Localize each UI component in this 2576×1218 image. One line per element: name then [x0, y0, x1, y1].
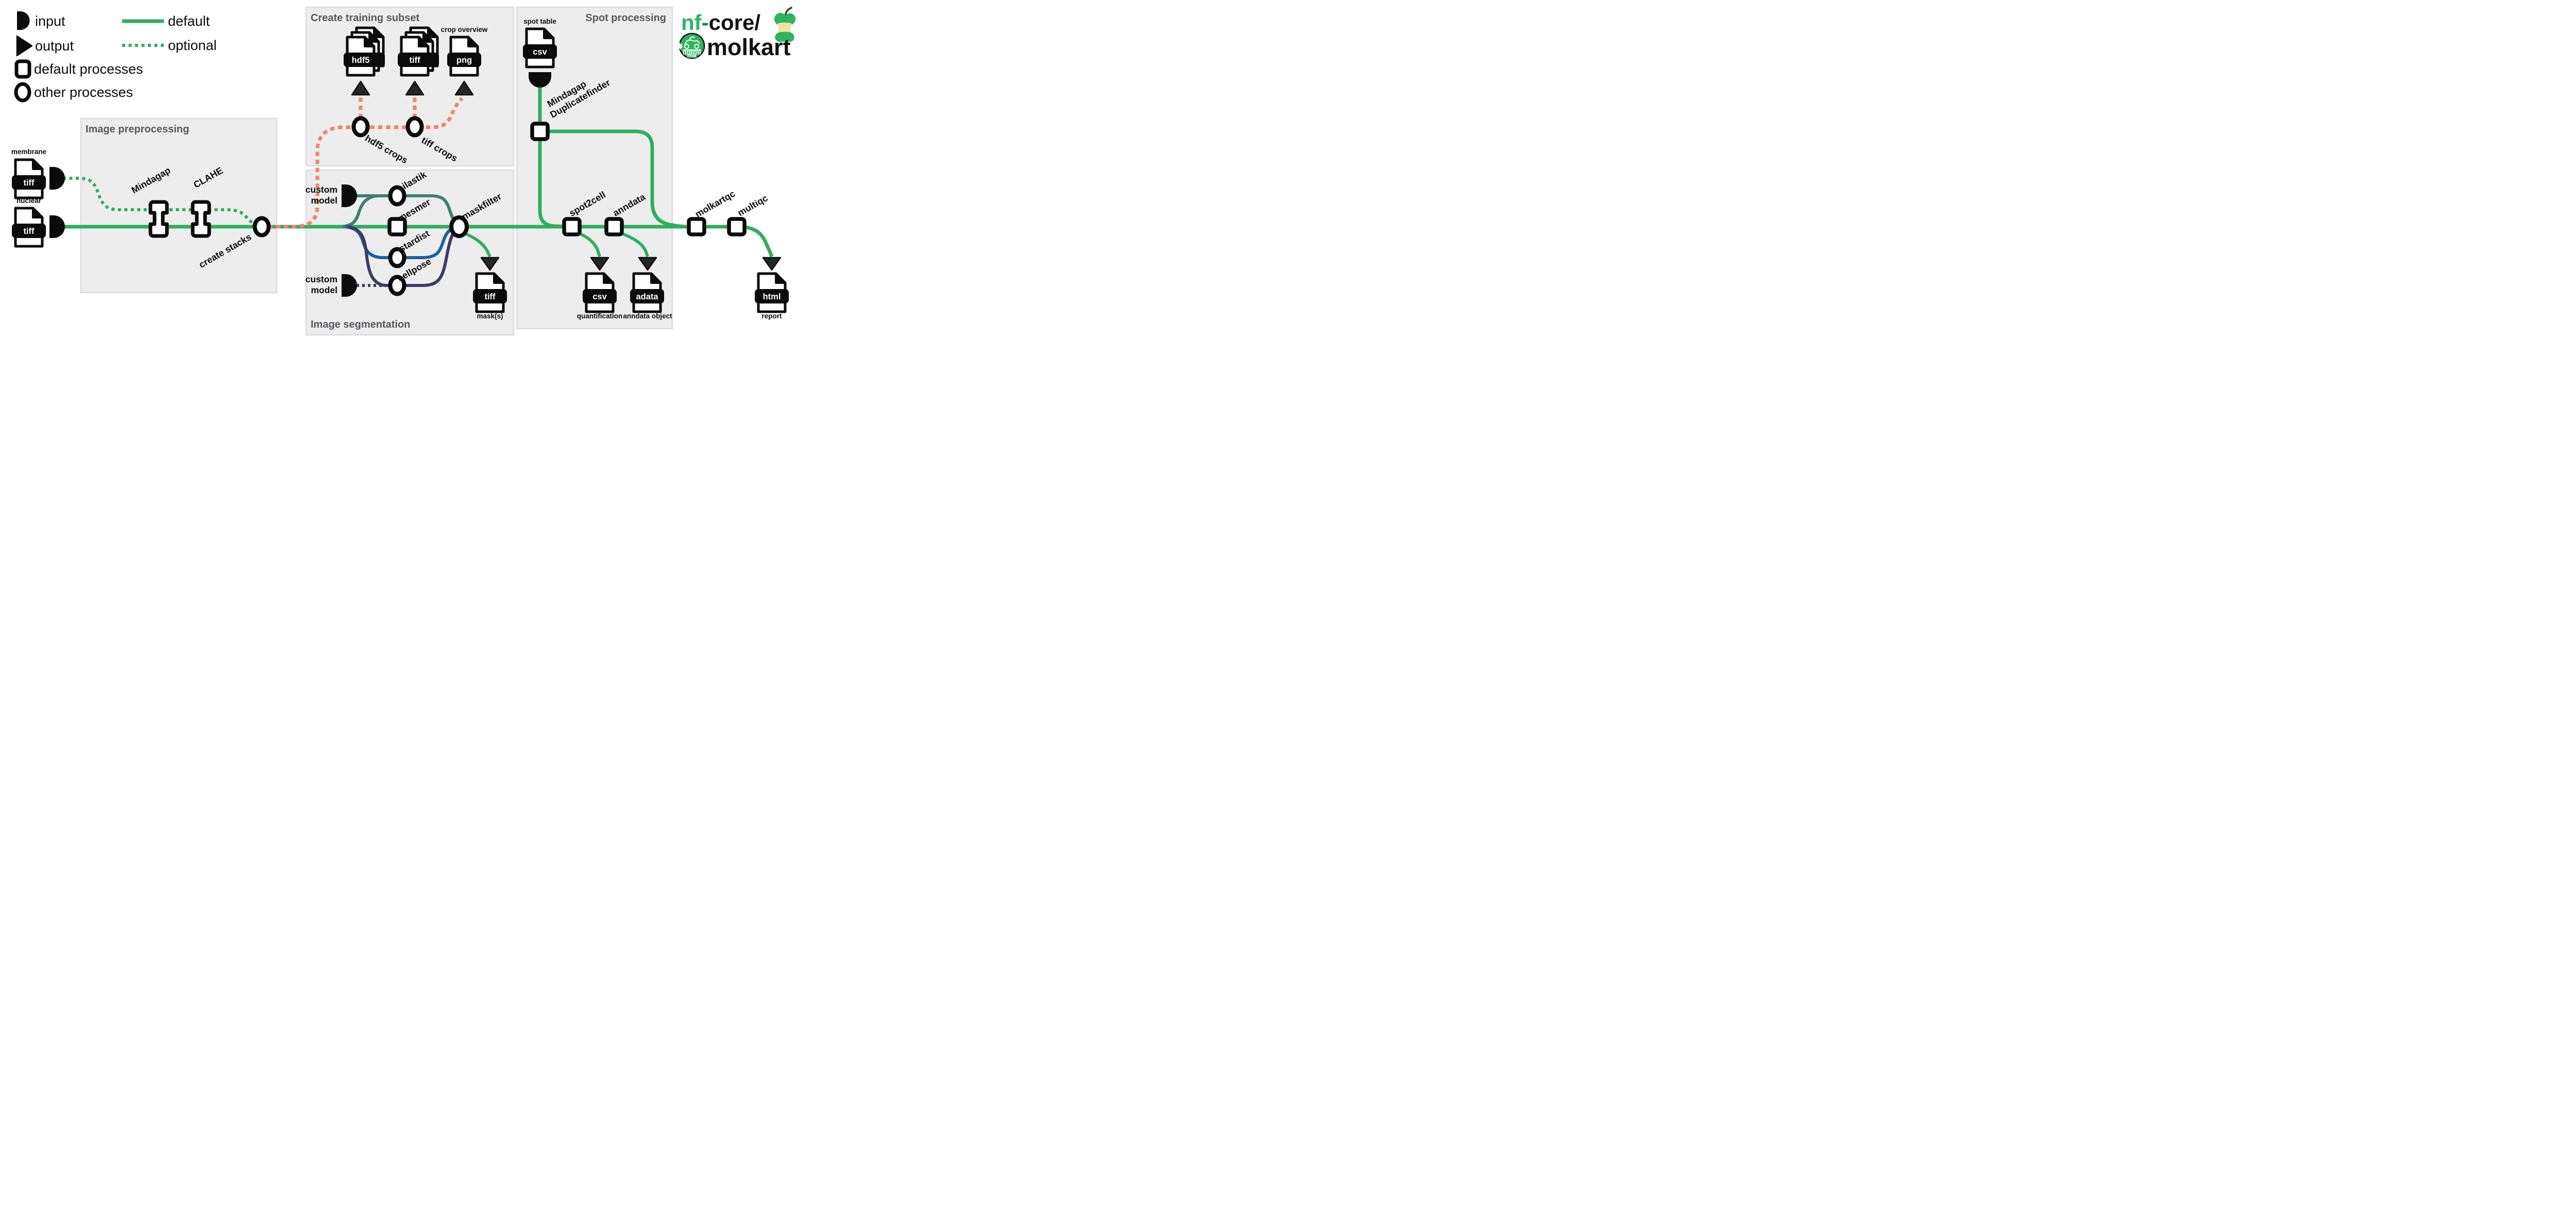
membrane-input-icon: [49, 167, 65, 190]
custom-model-top-label-line2: model: [311, 195, 337, 206]
mask-label: mask(s): [477, 312, 503, 320]
spot2cell-node: [564, 219, 580, 234]
hdf5-stack-file-icon: hdf5: [344, 28, 385, 75]
svg-text:tiff: tiff: [484, 292, 496, 301]
segmentation-title: Image segmentation: [311, 319, 410, 330]
membrane-tiff-file-icon: tiff: [12, 160, 46, 198]
svg-text:csv: csv: [533, 47, 547, 57]
clahe-node: [193, 202, 209, 236]
badge-mk-label: mk: [687, 52, 698, 59]
spot-table-label: spot table: [523, 18, 556, 25]
create-stacks-node: [255, 218, 269, 235]
svg-text:tiff: tiff: [409, 56, 420, 65]
png-file-icon: png: [447, 37, 481, 75]
molkart-badge-icon: mk: [676, 32, 705, 59]
molkartqc-label: molkartqc: [693, 189, 737, 219]
legend-output-icon: [16, 35, 33, 57]
duplicatefinder-branch: [548, 129, 687, 229]
anndata-node: [606, 219, 622, 234]
svg-text:tiff: tiff: [23, 178, 35, 188]
report-label: report: [761, 312, 782, 320]
legend-other-process-icon: [14, 82, 31, 103]
legend-other-processes-label: other processes: [34, 84, 133, 100]
legend: input output default optional default pr…: [14, 11, 217, 103]
nf-core-molkart-logo: nf-core/ mk molkart: [676, 7, 796, 60]
membrane-optional-line: [63, 177, 261, 227]
apple-core-icon: [774, 7, 796, 42]
preprocessing-title: Image preprocessing: [86, 124, 189, 135]
file-icons: tiff membrane tiff nuclear csv spot tabl…: [11, 18, 789, 320]
multiqc-label: multiqc: [736, 193, 769, 218]
legend-input-icon: [17, 11, 30, 30]
svg-text:csv: csv: [592, 292, 607, 301]
spot-table-csv-file-icon: csv: [523, 29, 557, 67]
legend-input-label: input: [35, 13, 65, 29]
legend-default-processes-label: default processes: [34, 61, 143, 77]
training-title: Create training subset: [311, 12, 420, 24]
logo-wordmark-pipeline: molkart: [707, 34, 791, 60]
custom-model-bottom-label-line2: model: [311, 285, 337, 295]
badge-star-icon: [676, 42, 683, 50]
preprocessing-box: [80, 117, 278, 294]
tiff-crops-node: [408, 119, 422, 136]
duplicatefinder-node: [532, 124, 548, 139]
quantification-label: quantification: [577, 312, 623, 320]
custom-model-top-label-line1: custom: [306, 184, 337, 195]
html-file-icon: html: [755, 274, 789, 312]
training-line: [268, 97, 464, 229]
report-output-arrow-icon: [762, 257, 782, 271]
logo-wordmark-top: nf-core/: [681, 10, 760, 35]
ilastik-branch-up: [342, 194, 379, 228]
crop-overview-label: crop overview: [441, 26, 488, 33]
legend-optional-label: optional: [168, 38, 217, 53]
membrane-label: membrane: [11, 148, 47, 156]
adata-file-icon: adata: [630, 274, 664, 312]
spot-table-line: [538, 87, 573, 229]
svg-text:hdf5: hdf5: [352, 56, 370, 65]
nuclear-label: nuclear: [16, 197, 42, 205]
legend-default-label: default: [168, 13, 210, 29]
ilastik-node: [391, 188, 404, 205]
legend-default-process-icon: [14, 59, 31, 79]
svg-text:tiff: tiff: [23, 227, 35, 236]
multiqc-node: [729, 219, 744, 234]
pipeline-diagram: Image preprocessing Create training subs…: [0, 0, 808, 340]
nuclear-tiff-file-icon: tiff: [12, 208, 46, 246]
mindagap-node: [150, 202, 167, 236]
mask-tiff-file-icon: tiff: [473, 274, 507, 312]
molkartqc-node: [689, 219, 704, 234]
input-connectors: custom model custom model: [49, 72, 551, 297]
tiff-stack-file-icon: tiff: [398, 28, 439, 75]
custom-model-bottom-label-line1: custom: [306, 274, 337, 284]
hdf5-crops-node: [354, 119, 368, 136]
svg-text:png: png: [456, 56, 472, 65]
quantification-csv-file-icon: csv: [583, 274, 617, 312]
spot-title: Spot processing: [585, 12, 666, 24]
svg-text:adata: adata: [636, 292, 658, 301]
process-nodes: [150, 119, 744, 294]
cellpose-line: [348, 225, 461, 287]
maskfilter-node: [449, 215, 469, 238]
anndata-object-label: anndata object: [623, 312, 672, 320]
legend-output-label: output: [35, 38, 74, 54]
svg-text:html: html: [763, 292, 781, 301]
nuclear-input-icon: [49, 215, 65, 238]
